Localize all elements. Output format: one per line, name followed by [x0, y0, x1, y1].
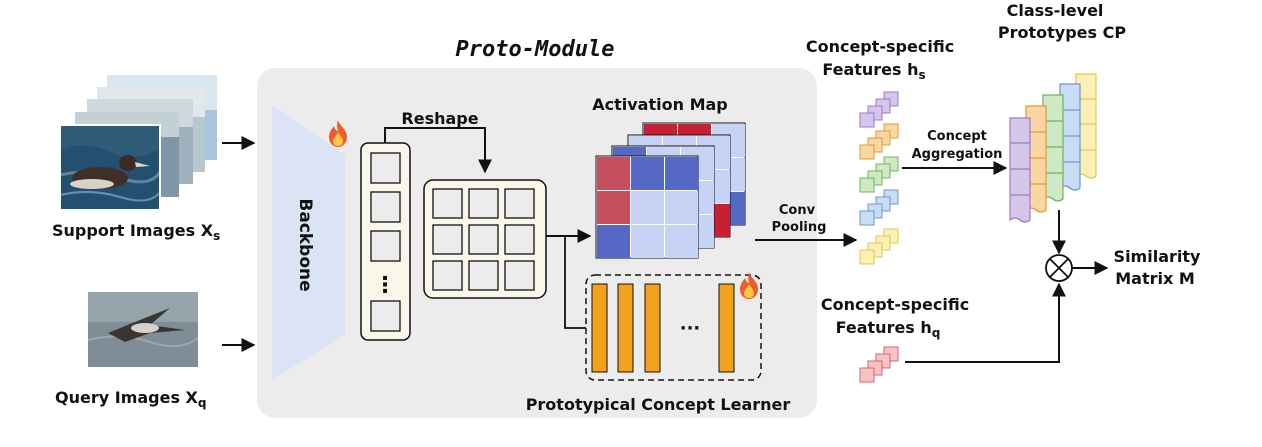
concept-features-hq-stack	[859, 346, 899, 383]
similarity-line2: Matrix M	[1115, 269, 1195, 288]
similarity-operator-icon	[1045, 254, 1073, 282]
pcl-ellipsis: ···	[680, 318, 701, 339]
activation-map-label: Activation Map	[592, 95, 727, 114]
grid-to-pcl-line	[546, 235, 586, 329]
conv-label: Conv	[779, 203, 816, 218]
pooling-label: Pooling	[772, 220, 827, 235]
backbone-label: Backbone	[295, 198, 315, 291]
similarity-line1: Similarity	[1114, 247, 1201, 266]
trainable-fire-icon	[329, 120, 347, 147]
proto-module-title: Proto-Module	[456, 37, 615, 62]
pcl-fire-icon	[740, 272, 758, 299]
pcl-label: Prototypical Concept Learner	[526, 395, 791, 414]
support-images-label: Support Images Xs	[52, 221, 220, 243]
backbone-block	[272, 105, 345, 380]
reshape-arrow	[384, 127, 492, 174]
concept-features-hs-stacks	[859, 91, 899, 265]
concept-features-s-line1: Concept-specific	[806, 37, 954, 56]
class-prototype-columns	[1009, 73, 1097, 223]
pcl-bars	[591, 283, 735, 373]
class-prototypes-line2: Prototypes CP	[998, 23, 1126, 42]
pcl-dashed-box	[585, 274, 762, 381]
concept-aggregation-line2: Aggregation	[912, 147, 1003, 162]
activation-map-stack	[595, 122, 746, 259]
feature-column-ellipsis: ⋮	[374, 273, 396, 298]
concept-features-q-label: Features hq	[836, 318, 941, 340]
concept-features-s-label: Features hs	[822, 60, 925, 82]
support-images-stack	[59, 75, 217, 211]
reshape-label: Reshape	[401, 109, 478, 128]
query-image	[88, 292, 198, 367]
hq-to-similarity-arrow	[905, 282, 1066, 363]
concept-aggregation-line1: Concept	[927, 129, 987, 144]
concept-features-q-line1: Concept-specific	[821, 295, 969, 314]
feature-column	[360, 142, 411, 341]
class-prototypes-line1: Class-level	[1007, 1, 1104, 20]
query-images-label: Query Images Xq	[55, 388, 206, 410]
reshaped-feature-grid	[423, 179, 547, 299]
